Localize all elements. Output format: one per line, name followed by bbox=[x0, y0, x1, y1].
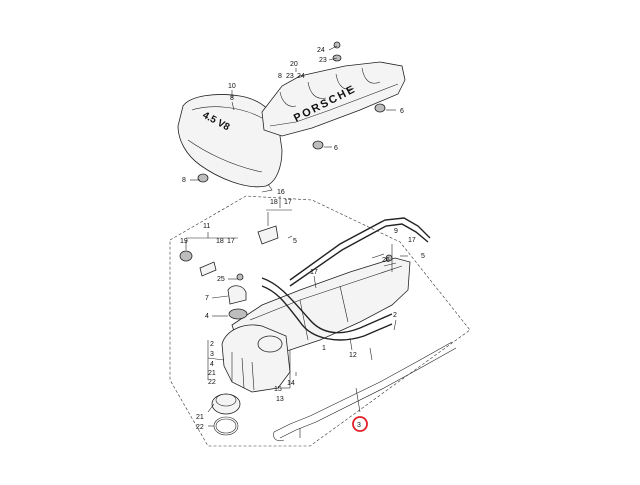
callout-2-right: 2 bbox=[393, 312, 397, 319]
callout-10-sub-8: 8 bbox=[230, 95, 234, 102]
callout-16-sub-18: 18 bbox=[270, 199, 278, 206]
callout-17-mid: 17 bbox=[310, 269, 318, 276]
intake-manifold-cover bbox=[261, 61, 406, 137]
callout-20-sub-23: 23 bbox=[286, 73, 294, 80]
group-label-22: 22 bbox=[208, 379, 216, 386]
group-label-2: 2 bbox=[210, 341, 214, 348]
callout-12: 12 bbox=[349, 352, 357, 359]
callout-8-left: 8 bbox=[182, 177, 186, 184]
intake-housing bbox=[221, 324, 291, 393]
callout-22: 22 bbox=[196, 424, 204, 431]
group-label-3: 3 bbox=[210, 351, 214, 358]
callout-19: 19 bbox=[180, 238, 188, 245]
callout-16-sub-17: 17 bbox=[284, 199, 292, 206]
callout-13: 13 bbox=[276, 396, 284, 403]
callout-20: 20 bbox=[290, 61, 298, 68]
callout-labels: 24 23 20 8 23 24 10 8 6 8 6 16 18 17 5 9… bbox=[180, 47, 425, 431]
callout-6-lower: 6 bbox=[334, 145, 338, 152]
highlight-circle bbox=[352, 416, 368, 432]
callout-24: 24 bbox=[317, 47, 325, 54]
callout-4: 4 bbox=[205, 313, 209, 320]
callout-5-upper: 5 bbox=[293, 238, 297, 245]
callout-10: 10 bbox=[228, 83, 236, 90]
callout-7: 7 bbox=[205, 295, 209, 302]
callout-6: 6 bbox=[400, 108, 404, 115]
group-label-21: 21 bbox=[208, 370, 216, 377]
callout-17-right: 17 bbox=[408, 237, 416, 244]
callout-16: 16 bbox=[277, 189, 285, 196]
callout-20-sub-24: 24 bbox=[297, 73, 305, 80]
engine-cover bbox=[177, 94, 283, 193]
callout-11-sub-18: 18 bbox=[216, 238, 224, 245]
callout-23: 23 bbox=[319, 57, 327, 64]
callout-15: 15 bbox=[274, 386, 282, 393]
group-label-4: 4 bbox=[210, 361, 214, 368]
oil-filler-cap bbox=[211, 393, 241, 415]
o-ring bbox=[213, 416, 239, 436]
valve-cover-gasket bbox=[273, 341, 457, 442]
callout-25: 25 bbox=[217, 276, 225, 283]
callout-3-highlight: 3 bbox=[357, 422, 361, 429]
callout-11-sub-17: 17 bbox=[227, 238, 235, 245]
grommets bbox=[197, 41, 386, 183]
callout-11: 11 bbox=[203, 223, 210, 230]
callout-26: 26 bbox=[382, 257, 390, 264]
callout-1: 1 bbox=[322, 345, 326, 352]
callout-14: 14 bbox=[287, 380, 295, 387]
callout-9: 9 bbox=[394, 228, 398, 235]
callout-5-right: 5 bbox=[421, 253, 425, 260]
callout-20-sub-8: 8 bbox=[278, 73, 282, 80]
leader-lines bbox=[185, 45, 408, 427]
callout-21: 21 bbox=[196, 414, 204, 421]
